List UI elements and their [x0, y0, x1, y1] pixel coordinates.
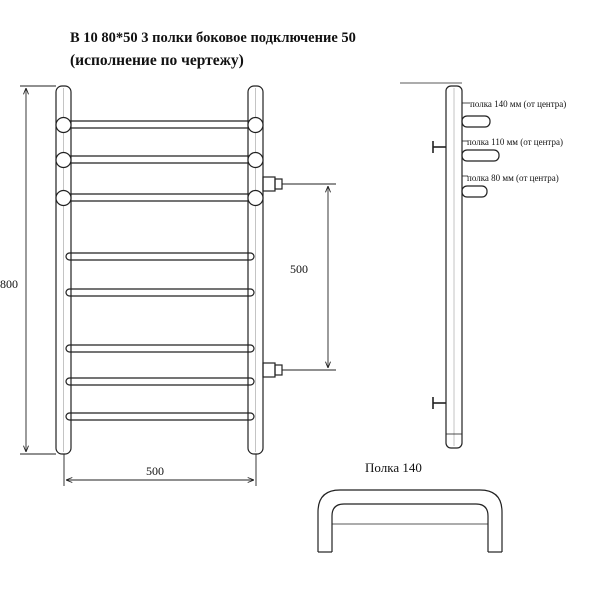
shelf-detail [317, 489, 503, 553]
connection-label: 500 [290, 262, 308, 276]
rungs [65, 120, 255, 421]
shelf-80-profile [461, 185, 488, 198]
shelf-110-note: полка 110 мм (от центра) [467, 137, 563, 147]
width-label: 500 [146, 464, 164, 478]
joint-circle [55, 151, 72, 169]
joint-circle [247, 189, 264, 207]
joint-circle [247, 116, 264, 134]
connector-nut [262, 362, 276, 378]
shelf-inner-outline [331, 503, 489, 552]
connector-pipe [274, 364, 283, 376]
rung [65, 193, 255, 202]
connector-pipe [274, 178, 283, 190]
shelf-joints [55, 116, 264, 207]
shelf-110-profile [461, 149, 500, 162]
joint-circle [55, 189, 72, 207]
rung [65, 252, 255, 261]
shelf-80-note: полка 80 мм (от центра) [467, 173, 559, 183]
shelf-outer-outline [317, 489, 503, 552]
right-post [247, 85, 264, 455]
rung [65, 412, 255, 421]
shelf-140-profile [461, 115, 491, 128]
rung [65, 120, 255, 129]
side-post [445, 85, 463, 449]
joint-circle [247, 151, 264, 169]
shelf-detail-title: Полка 140 [365, 460, 422, 475]
height-label: 800 [0, 277, 18, 291]
diagram-subtitle: (исполнение по чертежу) [70, 52, 244, 69]
height-dimension [20, 85, 56, 455]
left-post [55, 85, 72, 455]
connector-nut [262, 176, 276, 192]
rung [65, 155, 255, 164]
front-view [20, 85, 336, 486]
connection-dimension [282, 183, 336, 371]
side-connectors [262, 176, 283, 378]
shelf-140-note: полка 140 мм (от центра) [470, 99, 566, 109]
rung [65, 377, 255, 386]
width-dimension [63, 454, 257, 486]
wall-mounts [432, 141, 446, 409]
side-view [400, 82, 500, 449]
rung [65, 288, 255, 297]
joint-circle [55, 116, 72, 134]
rung [65, 344, 255, 353]
diagram-title: В 10 80*50 3 полки боковое подключение 5… [70, 30, 356, 46]
